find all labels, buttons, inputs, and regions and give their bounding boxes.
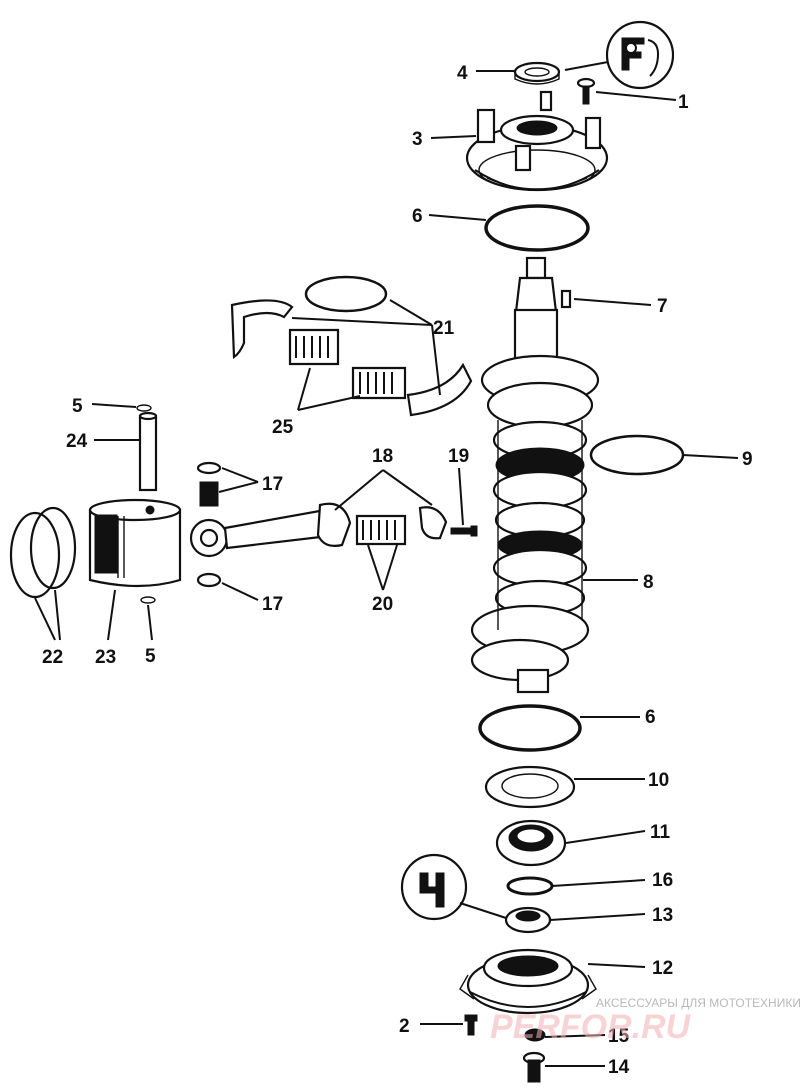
watermark-brand: PERFOR.RU — [490, 1008, 692, 1046]
callout-10: 10 — [648, 770, 669, 791]
callout-14: 14 — [608, 1057, 630, 1078]
callout-21: 21 — [433, 318, 455, 339]
callout-25: 25 — [272, 417, 294, 438]
callout-15: 15 — [608, 1026, 630, 1047]
callout-6-upper: 6 — [412, 206, 423, 227]
part-14-bolt — [522, 1051, 546, 1083]
callout-2: 2 — [399, 1016, 410, 1037]
part-1-screw — [576, 77, 596, 105]
callout-6-lower: 6 — [645, 707, 656, 728]
callout-17-upper: 17 — [262, 474, 283, 495]
watermark-caption: АКСЕССУАРЫ ДЛЯ МОТОТЕХНИКИ — [596, 996, 800, 1010]
callout-5-lower: 5 — [145, 646, 156, 667]
part-17-washers — [196, 461, 222, 588]
callout-7: 7 — [657, 296, 668, 317]
callout-18: 18 — [372, 446, 393, 467]
callout-9: 9 — [742, 449, 753, 470]
part-22-piston-rings — [9, 506, 77, 599]
callout-5-upper: 5 — [72, 396, 83, 417]
part-9-ring — [589, 434, 685, 476]
part-19-rod-screw — [450, 525, 478, 537]
part-7-key — [560, 289, 572, 309]
bottom-symbol-badge: 4 — [400, 853, 468, 921]
part-3-upper-housing — [465, 90, 609, 192]
watermark: PERFOR.RU АКСЕССУАРЫ ДЛЯ МОТОТЕХНИКИ — [490, 996, 800, 1046]
part-12-lower-housing — [459, 948, 597, 1015]
part-24-piston-pin — [138, 411, 158, 492]
callout-13: 13 — [652, 905, 673, 926]
part-5-clip-upper — [136, 404, 152, 412]
part-10-gasket — [484, 765, 576, 809]
callout-23: 23 — [95, 647, 116, 668]
callout-20: 20 — [372, 594, 393, 615]
part-15-washer — [524, 1028, 546, 1042]
part-8-crankshaft — [470, 256, 600, 694]
part-23-piston — [88, 498, 182, 588]
callout-22: 22 — [42, 647, 63, 668]
top-badge-label: F — [612, 29, 613, 31]
callout-11: 11 — [650, 822, 671, 843]
part-6-lower-oring — [478, 704, 582, 752]
callout-19: 19 — [448, 446, 469, 467]
leader-lines — [34, 61, 739, 1067]
part-11-ball-bearing — [495, 819, 567, 867]
part-25-needle-cages — [288, 328, 407, 400]
top-symbol-badge: F — [605, 20, 675, 90]
callout-labels: 1 2 3 4 5 5 6 6 7 8 9 10 11 12 13 14 15 … — [42, 63, 753, 1078]
part-4-seal — [513, 61, 561, 85]
part-16-retaining-ring — [506, 876, 554, 896]
callout-1: 1 — [678, 92, 689, 113]
callout-8: 8 — [643, 572, 654, 593]
callout-4: 4 — [457, 63, 468, 84]
part-2-screw — [464, 1014, 478, 1036]
connecting-rod — [189, 502, 448, 558]
part-20-needle-bearing — [355, 514, 407, 546]
callout-16: 16 — [652, 870, 673, 891]
part-6-upper-oring — [484, 204, 590, 252]
callout-3: 3 — [412, 129, 423, 150]
callout-24: 24 — [66, 431, 88, 452]
part-5-clip-lower — [140, 596, 156, 604]
callout-12: 12 — [652, 958, 673, 979]
part-13-seal — [504, 906, 552, 934]
callout-17-lower: 17 — [262, 594, 283, 615]
